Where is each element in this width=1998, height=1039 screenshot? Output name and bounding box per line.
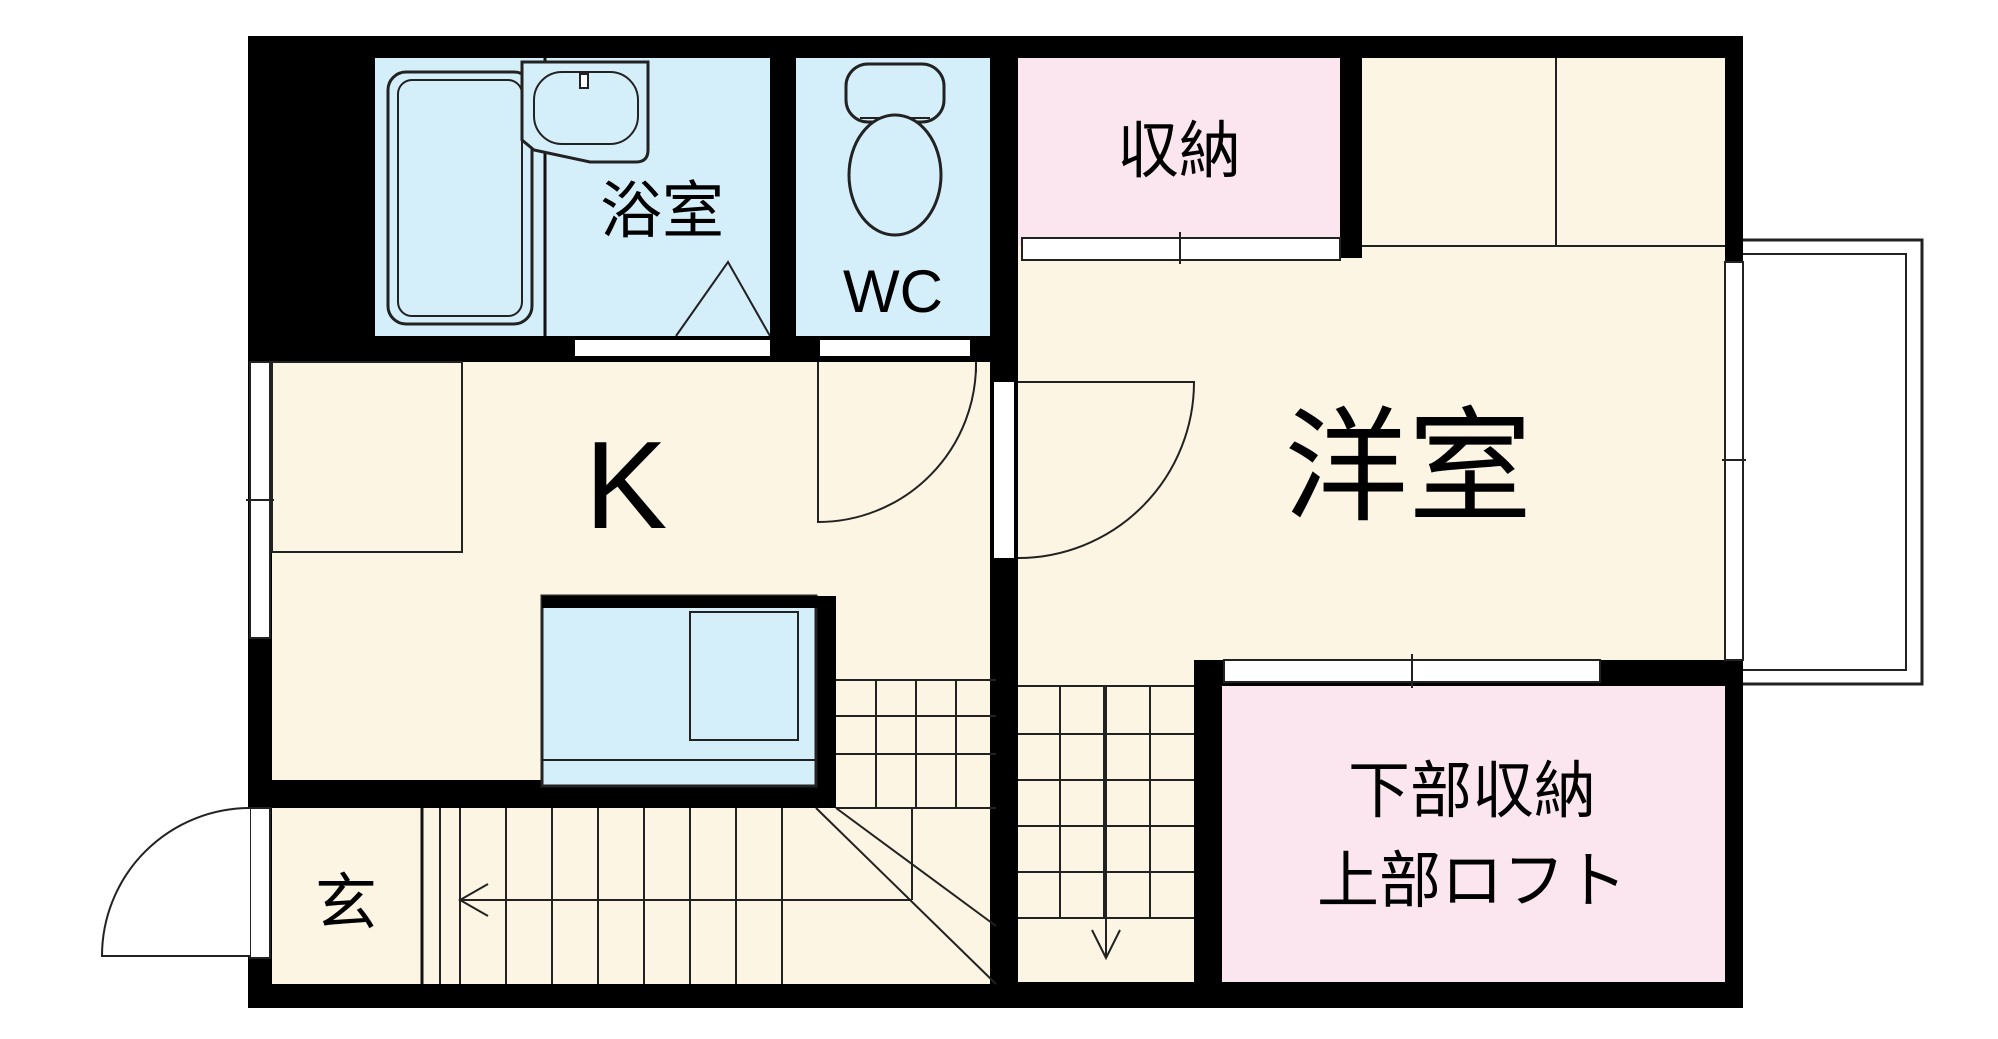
toilet-tank bbox=[844, 62, 946, 124]
label-entrance: 玄 bbox=[315, 869, 377, 938]
wc-door-swing bbox=[817, 361, 978, 524]
toilet-bowl bbox=[847, 113, 943, 237]
bath-door-opening bbox=[575, 340, 770, 356]
counter-top-wall bbox=[542, 596, 836, 608]
label-western-room: 洋室 bbox=[1284, 399, 1532, 537]
entrance-floor bbox=[272, 808, 422, 984]
western-door-opening bbox=[994, 382, 1014, 558]
western-room-floor bbox=[1018, 246, 1725, 660]
label-storage: 収納 bbox=[1117, 117, 1241, 186]
stairs-lower bbox=[439, 679, 997, 985]
stair-floor-lower bbox=[422, 808, 996, 984]
faucet-icon bbox=[579, 73, 589, 89]
wall-storage-closet bbox=[1340, 58, 1362, 258]
washbasin bbox=[520, 60, 650, 164]
entrance-door-opening bbox=[249, 807, 271, 959]
bath-door-swing bbox=[675, 260, 771, 337]
balcony bbox=[1743, 238, 1924, 686]
wall-pier bbox=[248, 36, 375, 362]
closet-floor bbox=[1362, 58, 1725, 246]
loft-storage-floor bbox=[1222, 686, 1725, 982]
western-door-swing bbox=[1017, 381, 1196, 559]
wall-counter-side bbox=[816, 596, 836, 808]
washbasin-bowl bbox=[533, 71, 639, 145]
label-wc: WC bbox=[843, 258, 943, 325]
wall-bath-wc bbox=[770, 58, 796, 348]
wc-door-opening bbox=[820, 340, 970, 356]
label-bathroom: 浴室 bbox=[600, 177, 724, 246]
bathtub bbox=[386, 70, 534, 326]
kitchen-counter bbox=[540, 594, 818, 788]
fridge-space bbox=[271, 361, 463, 553]
bathtub-inner bbox=[397, 79, 523, 317]
label-loft-storage-line1: 下部収納 bbox=[1348, 757, 1596, 826]
label-loft-storage-line2: 上部ロフト bbox=[1317, 847, 1627, 916]
wall-western-lower bbox=[1194, 660, 1222, 988]
entrance-door-swing bbox=[100, 807, 251, 957]
storage-floor bbox=[1018, 58, 1340, 256]
kitchen-sink bbox=[689, 611, 799, 741]
balcony-inner bbox=[1743, 253, 1907, 671]
stair-arrow-left-icon bbox=[457, 808, 913, 917]
label-kitchen: K bbox=[585, 417, 668, 555]
stair-arrow-down-icon bbox=[1091, 686, 1121, 961]
